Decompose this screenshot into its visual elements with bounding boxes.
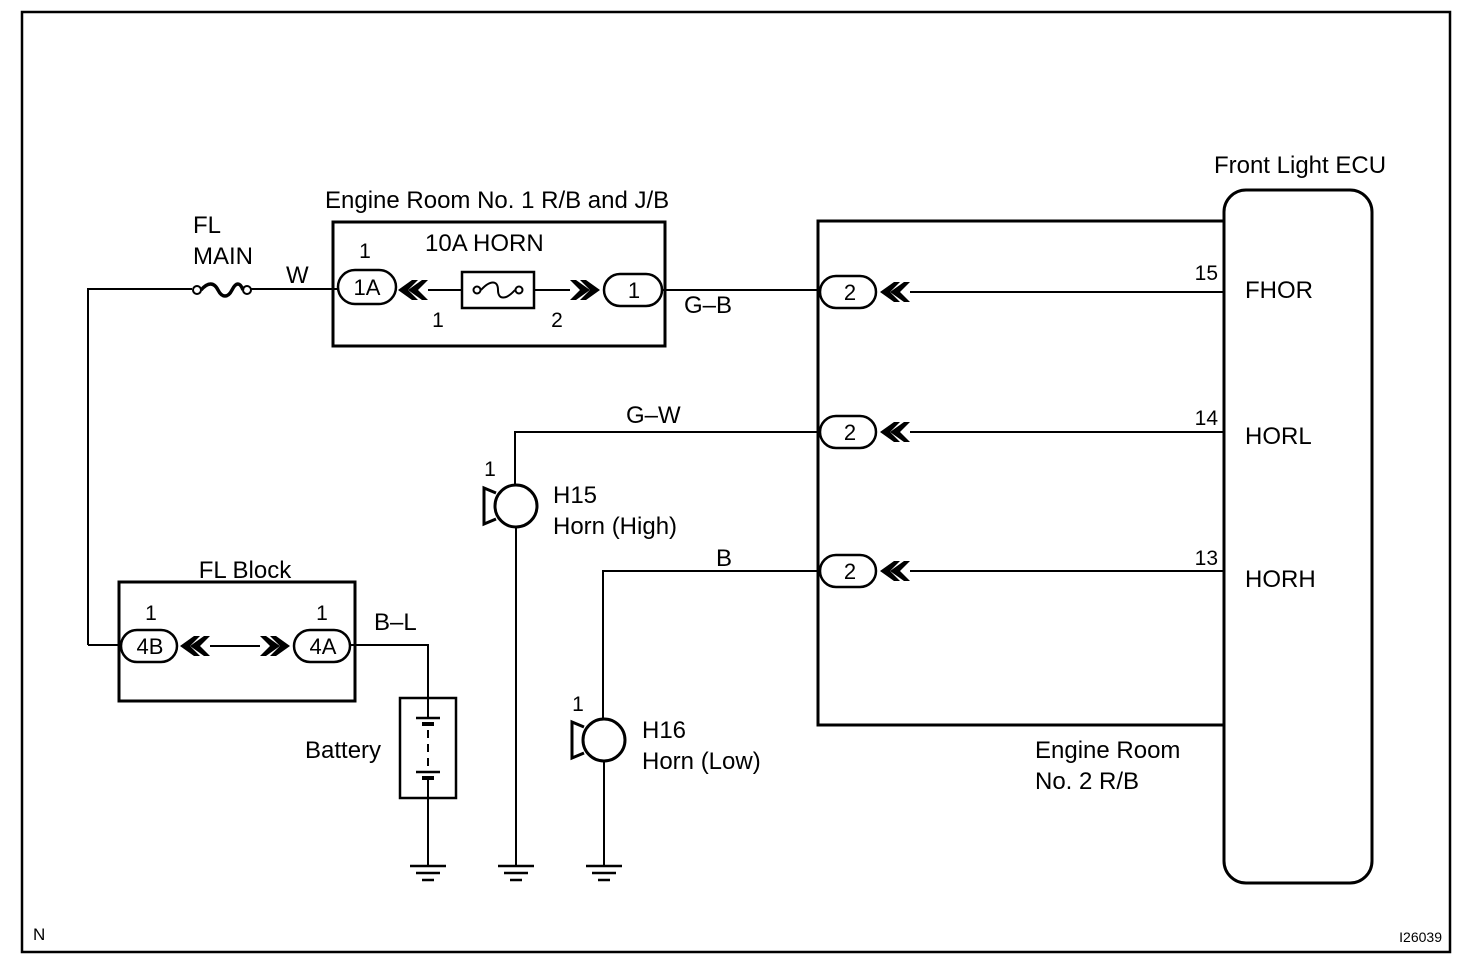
rb2-connector-horl-label: 2 (844, 420, 856, 445)
rb2-chevron-fhor (880, 282, 910, 302)
rb2-connector-fhor (818, 274, 878, 310)
fuse-element (480, 281, 516, 299)
fl-main-label-line2: MAIN (193, 243, 253, 270)
fl-block-4b-pin: 1 (145, 602, 157, 625)
rb1-connector-1a-label: 1A (354, 275, 381, 300)
fl-block-4a-pin: 1 (316, 602, 328, 625)
wire-b-l-label: B–L (374, 609, 417, 636)
ecu-pin-horl: 14 (1195, 407, 1219, 430)
rb2-connector-horh-label: 2 (844, 559, 856, 584)
horn-high-bell (482, 485, 497, 527)
fuse-pin-left: 1 (432, 309, 444, 332)
wire-g-w-label: G–W (626, 402, 681, 429)
horn-low-name: Horn (Low) (642, 748, 761, 775)
ecu-title: Front Light ECU (1214, 152, 1386, 179)
ground-icon (408, 864, 448, 882)
wire-b-l (350, 644, 429, 698)
horn-low-bell (570, 719, 585, 761)
engine-room-rb1-jb: Engine Room No. 1 R/B and J/B 10A HORN 1… (325, 187, 669, 348)
wire-g-b-label: G–B (684, 292, 732, 319)
wire-b (602, 570, 820, 720)
corner-mark: N (33, 925, 45, 944)
fl-block-chevron-right (260, 636, 290, 656)
battery (398, 696, 458, 800)
rb1-title: Engine Room No. 1 R/B and J/B (325, 187, 669, 214)
rb1-connector-1-label: 1 (628, 278, 640, 303)
rb1-connector-1a (336, 268, 398, 306)
rb2-chevron-horh (880, 561, 910, 581)
fl-block-box (117, 580, 357, 703)
diagram-frame (20, 10, 1452, 954)
horn-low: 1 H16 Horn (Low) (570, 693, 761, 775)
rb1-chevron-out (570, 280, 600, 300)
fl-main-fusible-link (192, 282, 252, 298)
horn-high-pin: 1 (484, 458, 496, 481)
rb2-box (816, 219, 1224, 727)
horn-low-icon (581, 717, 627, 763)
ecu-terminal-fhor: FHOR (1245, 277, 1313, 304)
battery-label: Battery (305, 737, 381, 764)
wire-b-label: B (716, 545, 732, 572)
rb2-label-line1: Engine Room (1035, 737, 1180, 764)
ground-icon (496, 864, 536, 882)
figure-id: I26039 (1399, 929, 1442, 945)
horn-high: 1 H15 Horn (High) (482, 458, 677, 540)
ecu-terminal-horl: HORL (1245, 423, 1312, 450)
fl-block-chevron-left (180, 636, 210, 656)
ecu-pin-fhor: 15 (1195, 262, 1218, 285)
fl-block-connector-4b-label: 4B (137, 634, 164, 659)
horn-low-pin: 1 (572, 693, 584, 716)
engine-room-rb2: Engine Room No. 2 R/B 2 2 2 (816, 219, 1224, 795)
horn-high-icon (493, 483, 539, 529)
fuse-terminal-left (472, 285, 482, 295)
fl-block-connector-4a-label: 4A (310, 634, 337, 659)
rb2-connector-fhor-label: 2 (844, 280, 856, 305)
fl-block-title: FL Block (199, 557, 292, 584)
fuse-pin-right: 2 (551, 309, 563, 332)
fl-main-label-line1: FL (193, 212, 221, 239)
fl-block: FL Block 1 4B 1 4A (117, 557, 357, 703)
rb1-chevron-in (398, 280, 428, 300)
ecu-terminal-horh: HORH (1245, 566, 1316, 593)
fuse-terminal-right (514, 285, 524, 295)
horn-low-id: H16 (642, 717, 686, 744)
rb2-chevron-horl (880, 422, 910, 442)
rb1-fuse-label: 10A HORN (425, 230, 544, 257)
ecu-pin-horh: 13 (1195, 547, 1218, 570)
ground-icon (584, 864, 624, 882)
rb1-box (331, 220, 667, 348)
wire-main-left (87, 288, 192, 645)
horn-high-id: H15 (553, 482, 597, 509)
wire-g-w (514, 431, 820, 486)
wire-w-label: W (286, 262, 309, 289)
horn-high-name: Horn (High) (553, 513, 677, 540)
ecu-body (1222, 188, 1374, 885)
rb2-label-line2: No. 2 R/B (1035, 768, 1139, 795)
rb1-conn-in-pin: 1 (359, 240, 371, 263)
front-light-ecu: Front Light ECU 15 FHOR 14 HORL 13 HORH (1195, 152, 1386, 885)
